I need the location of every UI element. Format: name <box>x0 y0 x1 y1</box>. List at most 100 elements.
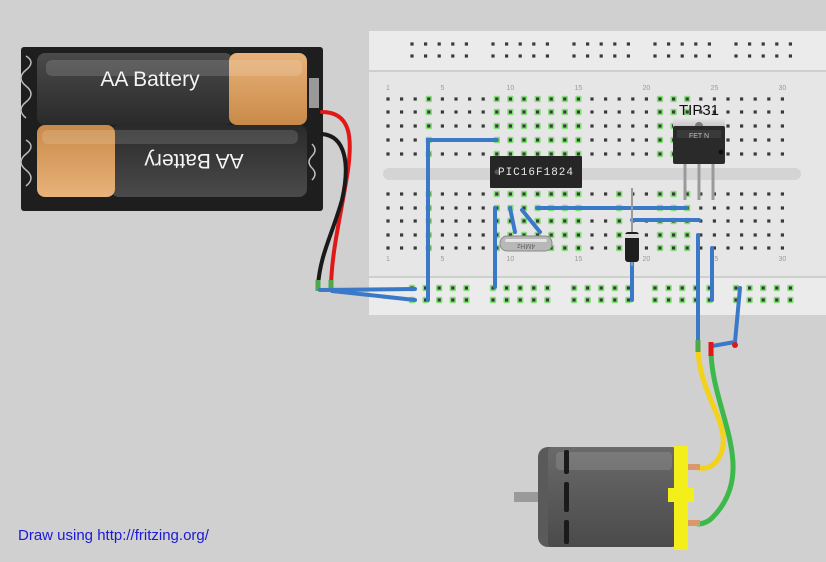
breadboard-hole <box>617 97 621 101</box>
breadboard-hole <box>454 152 458 156</box>
breadboard-hole <box>505 298 509 302</box>
breadboard-hole <box>440 97 444 101</box>
crystal-oscillator: 4MHz <box>499 235 553 252</box>
breadboard-hole <box>468 192 472 196</box>
spring-icon <box>20 139 32 187</box>
breadboard-hole <box>576 138 580 142</box>
breadboard-hole <box>590 219 594 223</box>
breadboard-hole <box>468 206 472 210</box>
motor-slot <box>564 450 569 474</box>
breadboard-hole <box>454 110 458 114</box>
breadboard-hole <box>508 192 512 196</box>
breadboard-hole <box>788 54 792 58</box>
breadboard-hole <box>468 246 472 250</box>
breadboard-hole <box>508 138 512 142</box>
breadboard-hole <box>386 152 390 156</box>
chip-body <box>490 156 582 188</box>
breadboard-hole <box>400 97 404 101</box>
breadboard-hole <box>626 42 630 46</box>
breadboard-hole <box>788 286 792 290</box>
breadboard-hole <box>734 298 738 302</box>
breadboard-hole <box>780 97 784 101</box>
breadboard-hole <box>505 42 509 46</box>
breadboard-hole <box>658 97 662 101</box>
breadboard-hole <box>740 97 744 101</box>
breadboard-hole <box>667 54 671 58</box>
breadboard-hole <box>576 97 580 101</box>
breadboard-hole <box>740 124 744 128</box>
breadboard-hole <box>644 124 648 128</box>
breadboard-hole <box>617 219 621 223</box>
breadboard-hole <box>440 206 444 210</box>
breadboard-hole <box>694 42 698 46</box>
breadboard-hole <box>753 219 757 223</box>
breadboard-hole <box>726 219 730 223</box>
dc-motor <box>514 446 700 550</box>
breadboard-hole <box>712 97 716 101</box>
breadboard-hole <box>586 54 590 58</box>
breadboard-hole <box>767 152 771 156</box>
motor-slot <box>564 482 569 512</box>
column-number: 10 <box>507 85 515 92</box>
breadboard-hole <box>590 192 594 196</box>
breadboard-hole <box>454 233 458 237</box>
breadboard-hole <box>734 54 738 58</box>
breadboard-hole <box>508 110 512 114</box>
breadboard-hole <box>586 298 590 302</box>
tip31-transistor: FET N TIP31 <box>673 102 725 200</box>
breadboard-hole <box>753 110 757 114</box>
breadboard-hole <box>440 152 444 156</box>
breadboard-hole <box>780 110 784 114</box>
breadboard-hole <box>386 246 390 250</box>
fritzing-credit[interactable]: Draw using http://fritzing.org/ <box>18 527 209 544</box>
breadboard-hole <box>626 286 630 290</box>
breadboard-hole <box>658 110 662 114</box>
battery-highlight <box>42 130 298 144</box>
breadboard-hole <box>522 152 526 156</box>
breadboard-hole <box>658 233 662 237</box>
breadboard-hole <box>437 42 441 46</box>
breadboard-hole <box>740 110 744 114</box>
breadboard-hole <box>604 219 608 223</box>
diode-band <box>625 234 639 238</box>
breadboard-hole <box>549 152 553 156</box>
breadboard-hole <box>522 138 526 142</box>
breadboard-hole <box>536 192 540 196</box>
breadboard-hole <box>780 206 784 210</box>
breadboard-hole <box>672 110 676 114</box>
breadboard-hole <box>522 124 526 128</box>
breadboard-hole <box>386 138 390 142</box>
breadboard-hole <box>386 110 390 114</box>
crystal-highlight <box>505 239 547 242</box>
red-wire <box>320 110 352 288</box>
breadboard-hole <box>753 124 757 128</box>
breadboard-hole <box>563 110 567 114</box>
breadboard-hole <box>491 286 495 290</box>
breadboard-hole <box>481 219 485 223</box>
breadboard-hole <box>495 124 499 128</box>
breadboard-hole <box>775 286 779 290</box>
column-number: 5 <box>440 256 444 263</box>
breadboard-hole <box>518 42 522 46</box>
breadboard-hole <box>599 286 603 290</box>
breadboard-hole <box>617 192 621 196</box>
battery-terminal <box>309 78 319 108</box>
breadboard-hole <box>617 246 621 250</box>
breadboard-hole <box>644 138 648 142</box>
breadboard-hole <box>440 246 444 250</box>
breadboard-hole <box>707 298 711 302</box>
breadboard-hole <box>410 54 414 58</box>
battery-highlight <box>46 60 302 76</box>
column-number: 20 <box>643 85 651 92</box>
breadboard-hole <box>576 219 580 223</box>
breadboard-hole <box>505 286 509 290</box>
column-number: 15 <box>575 85 583 92</box>
breadboard-hole <box>427 110 431 114</box>
breadboard-hole <box>726 110 730 114</box>
battery-cell-body <box>37 53 233 125</box>
crystal-label: 4MHz <box>516 242 535 249</box>
breadboard-hole <box>413 124 417 128</box>
breadboard-hole <box>667 42 671 46</box>
transistor-bevel <box>677 130 721 138</box>
